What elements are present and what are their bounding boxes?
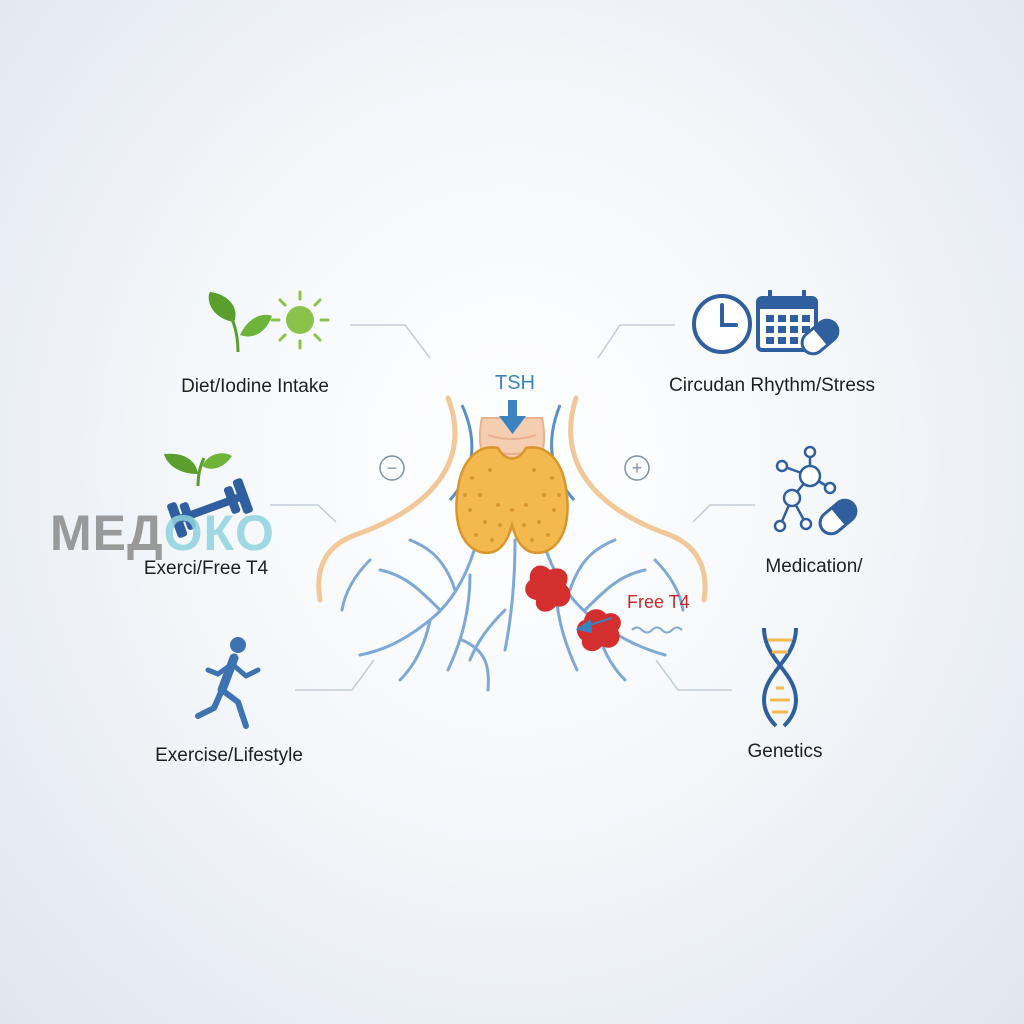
- thyroid-gland: [455, 446, 569, 555]
- tsh-arrow: [499, 400, 526, 434]
- leaf-icon: [164, 453, 232, 487]
- minus-sign: −: [387, 458, 398, 478]
- free-t4-label: Free T4: [627, 592, 690, 612]
- leaf-icon: [208, 292, 272, 353]
- clock-icon: [692, 294, 752, 354]
- tsh-label: TSH: [495, 372, 535, 394]
- sun-icon: [270, 290, 330, 350]
- connector-lines: [270, 324, 755, 691]
- calendar-icon: [756, 290, 818, 352]
- pill-icon: [800, 318, 840, 356]
- factor-label-medication: Medication/: [765, 556, 863, 577]
- runner-icon: [195, 637, 261, 729]
- factor-label-circadian: Circudan Rhythm/Stress: [669, 375, 875, 396]
- watermark-part1: МЕД: [50, 505, 164, 561]
- factor-label-lifestyle: Exercise/Lifestyle: [155, 745, 303, 766]
- factor-label-diet: Diet/Iodine Intake: [181, 376, 329, 397]
- watermark-logo: МЕДОКО: [50, 504, 275, 562]
- vessel-tree: [340, 528, 685, 692]
- plus-indicator-circle: [624, 455, 650, 481]
- factor-label-genetics: Genetics: [747, 741, 823, 762]
- neck-outline: [316, 395, 708, 603]
- pill-icon: [818, 498, 858, 536]
- watermark-part2: ОКО: [163, 505, 275, 561]
- factor-label-exercise-t4: Exerci/Free T4: [143, 558, 269, 579]
- hormone-flow-arrow: [575, 617, 613, 634]
- minus-indicator-circle: [379, 455, 405, 481]
- wave-mark: [631, 626, 683, 634]
- plus-sign: +: [632, 458, 643, 478]
- molecule-icon: [773, 445, 837, 533]
- dumbbell-icon: [167, 478, 253, 538]
- dna-icon: [761, 627, 799, 728]
